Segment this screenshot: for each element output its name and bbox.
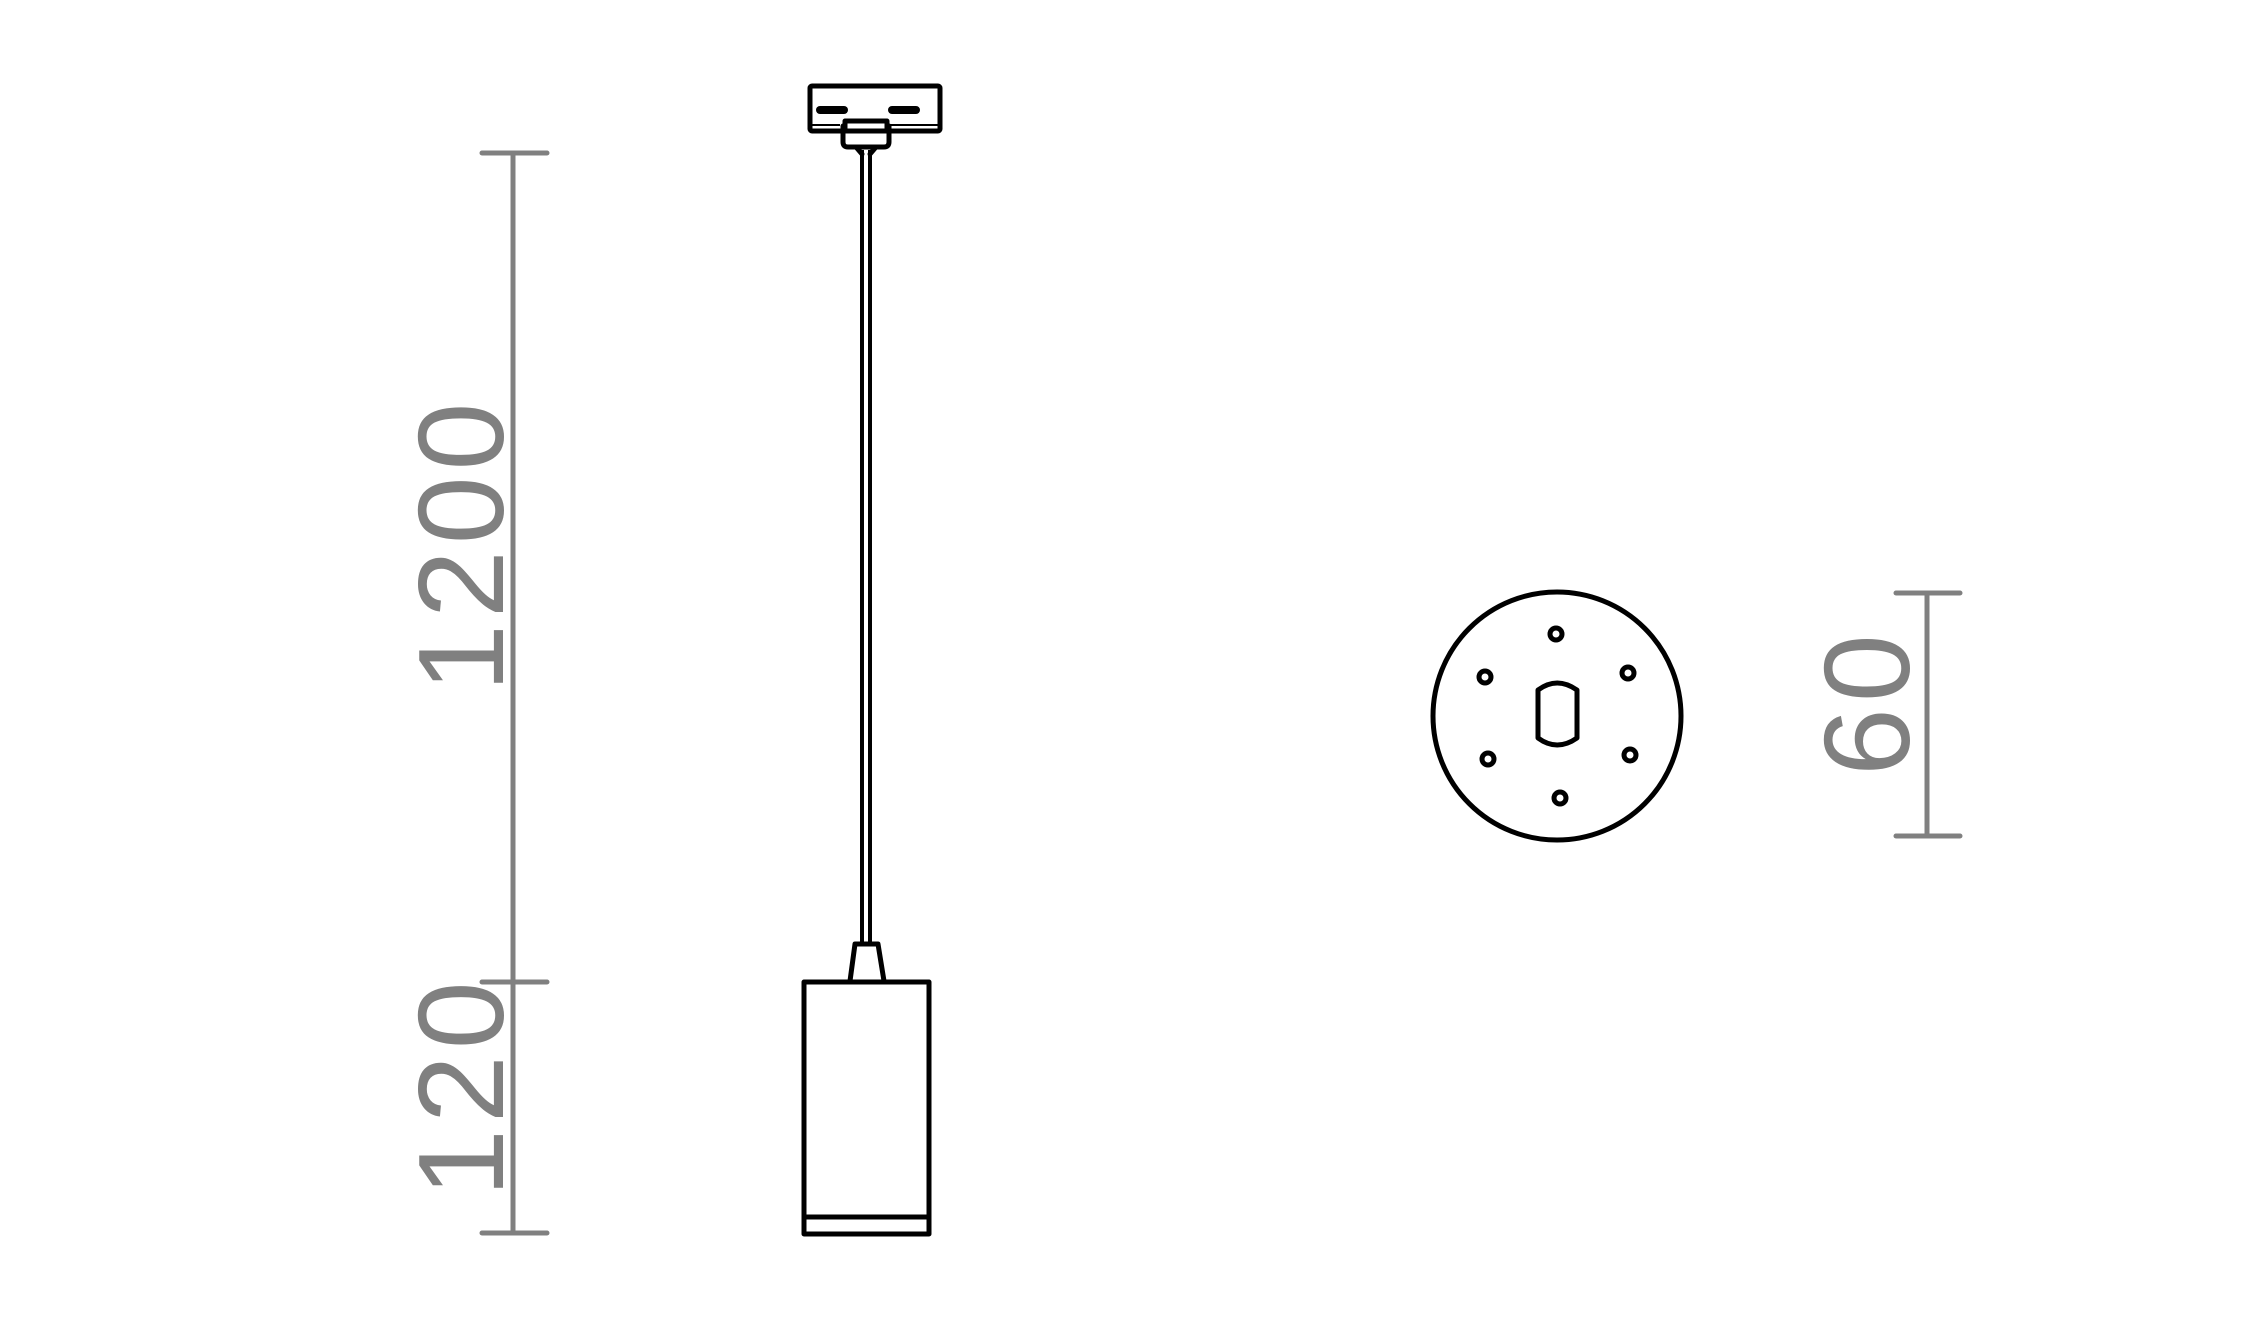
suspension-cable (860, 150, 872, 946)
strain-relief (847, 941, 887, 984)
mounting-hole (1476, 668, 1494, 686)
mounting-hole (1547, 625, 1565, 643)
side-view (801, 83, 943, 1237)
dimension-label-body-height: 120 (393, 975, 529, 1197)
mounting-hole (1621, 746, 1639, 764)
cylindrical-body (801, 979, 932, 1237)
dimension-label-suspension-length: 1200 (393, 396, 529, 692)
track-adapter (807, 83, 943, 157)
dimension-label-diameter: 60 (1799, 628, 1935, 776)
mounting-holes (1476, 625, 1639, 807)
mounting-hole (1479, 750, 1497, 768)
adapter-contact-slot-right (888, 106, 920, 114)
mounting-hole (1551, 789, 1569, 807)
body-outline-circle (1430, 589, 1684, 843)
cable-slot (1535, 680, 1580, 748)
adapter-contact-slot-left (816, 106, 848, 114)
vertical-dimension-right (1893, 590, 1963, 839)
vertical-dimension-left (479, 150, 550, 1236)
mounting-hole (1619, 664, 1637, 682)
top-view (1430, 589, 1684, 843)
